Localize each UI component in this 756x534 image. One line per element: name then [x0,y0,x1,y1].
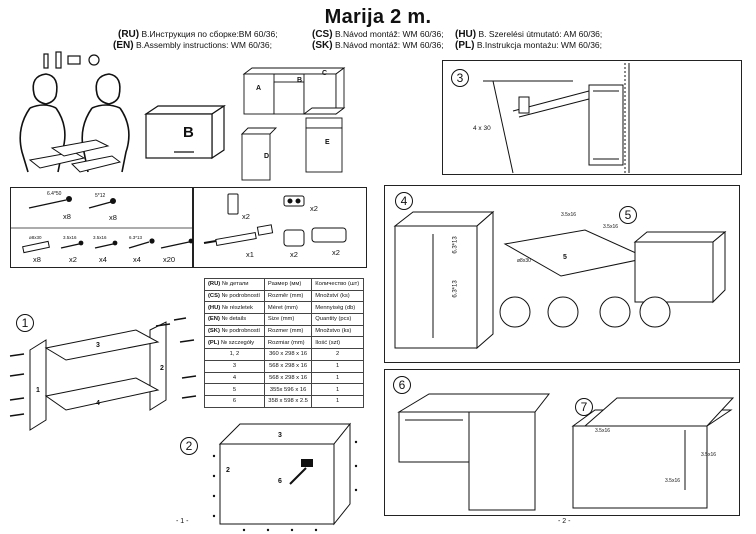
instructions-cs: (CS) B.Návod montáž: WM 60/36; [312,29,444,40]
screw-qty-4: x4 [99,255,107,264]
screw-qty-3: x2 [69,255,77,264]
step-1-illustration [9,317,197,431]
cabinet-b-illustration [144,104,226,160]
step-1-number: 1 [16,314,34,332]
step-2-number: 2 [180,437,198,455]
screw-qty-5: x4 [133,255,141,264]
page-number-1: - 1 - [176,518,189,525]
step-1-part-3: 3 [96,342,100,349]
step-7-screw-label-1: 3.5x16 [595,428,611,434]
screw-qty-1: x8 [63,212,71,221]
screw-size-5: 6.3*13 [129,235,143,240]
instructions-hu: (HU) B. Szerelési útmutató: AM 60/36; [455,29,603,40]
step-4-5-panel: 4 5 6.3*13 6.3*13 5 3.5x16 3.5x16 ø8x30 [384,185,740,363]
step-5-number: 5 [619,206,637,224]
step-1-part-2: 2 [160,365,164,372]
screw-size-2: 5*12 [95,193,106,199]
cabinet-c-label: C [322,70,328,77]
screw-size-4: 3.5x16 [93,235,107,240]
screw-size-3: 3.5x16 [63,235,77,240]
fitting-qty-4: x2 [290,250,298,259]
step-4-screw-label-2: 6.3*13 [452,280,459,298]
kitchen-set-illustration [240,67,346,181]
step-6-number: 6 [393,376,411,394]
step-1-part-1: 1 [36,387,40,394]
instructions-en: (EN) B.Assembly instructions: WM 60/36; [113,40,272,51]
step-4-number: 4 [395,192,413,210]
cabinet-b-small-label: B [297,77,303,84]
cabinet-b-label: B [183,124,194,141]
nail-qty: x20 [163,255,176,264]
step-6-7-panel: 6 7 3.5x16 3.5x16 3.5x16 [384,369,740,516]
fitting-qty-5: x2 [332,248,340,257]
screw-qty-2: x8 [109,213,117,222]
instructions-sk: (SK) B.Návod montáž: WM 60/36; [312,40,444,51]
instructions-ru: (RU) B.Инструкция по сборке:BM 60/36; [118,29,278,40]
step-5-screw-label-2: 3.5x16 [603,224,619,230]
fitting-qty-1: x2 [242,212,250,221]
cabinet-d-label: D [264,153,270,160]
step-7-screw-label-3: 3.5x16 [665,478,681,484]
step-5-dowel-label: ø8x30 [517,258,531,264]
step-3-screw-label: 4 x 30 [473,125,491,132]
two-people-illustration [19,51,130,173]
step-1-part-4: 4 [96,400,100,407]
step-2-illustration [212,422,358,532]
step-5-part-label: 5 [563,254,567,261]
dowel-size: ø8x30 [29,235,42,240]
cabinet-a-label: A [256,85,262,92]
step-7-screw-label-2: 3.5x16 [701,452,717,458]
step-7-number: 7 [575,398,593,416]
cabinet-e-label: E [325,139,330,146]
step-4-screw-label-1: 6.3*13 [452,236,459,254]
step-3-number: 3 [451,69,469,87]
page-number-2: - 2 - [558,518,571,525]
dowel-qty: x8 [33,255,41,264]
fitting-qty-3: x1 [246,250,254,259]
hardware-fittings-panel: x2 x2 x1 x2 x2 [193,187,367,268]
step-2-part-3: 3 [278,432,282,439]
screw-size-1: 6.4*50 [47,191,62,197]
step-2-part-6: 6 [278,478,282,485]
instructions-pl: (PL) B.Instrukcja montażu: WM 60/36; [455,40,603,51]
fitting-qty-2: x2 [310,204,318,213]
page-title: Marija 2 m. [324,6,432,28]
step-5-screw-label-1: 3.5x16 [561,212,577,218]
hardware-screws-panel: 6.4*50 x8 5*12 x8 ø8x30 x8 3.5x16 x2 3.5… [10,187,194,268]
step-2-part-2: 2 [226,467,230,474]
step-3-panel: 3 4 x 30 [442,60,742,175]
